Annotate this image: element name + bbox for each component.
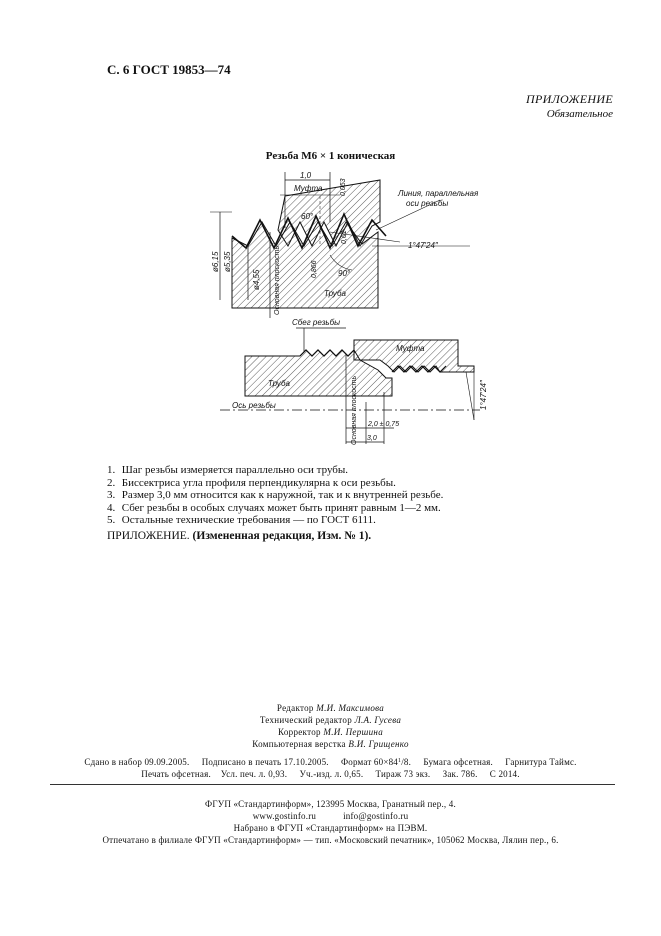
thread-drawing: Муфта 1,0 0,053 60° 0,61 0,866 90° ø6,15… [210,171,488,445]
publisher-address: ФГУП «Стандартинформ», 123995 Москва, Гр… [205,799,456,809]
label-061: 0,61 [341,230,348,244]
label-parallel-line: Линия, параллельная [397,189,479,198]
label-truba-2: Труба [268,379,290,388]
figure-title: Резьба М6 × 1 коническая [265,150,396,162]
note-item: 3. Размер 3,0 мм относится как к наружно… [107,489,444,502]
imprint-line-1: Сдано в набор 09.09.2005. Подписано в пе… [84,757,577,767]
label-053: 0,053 [340,178,347,196]
label-pitch: 1,0 [300,171,312,180]
label-d535: ø5,35 [223,251,232,272]
amendment-note: ПРИЛОЖЕНИЕ. (Измененная редакция, Изм. №… [107,530,371,542]
label-d615: ø6,15 [211,251,220,272]
appendix-subtitle: Обязательное [546,108,613,120]
note-item: 5. Остальные технические требования — по… [107,514,376,527]
thread-profile-line [231,211,387,251]
label-thread-axis: оси резьбы [406,199,448,208]
label-angle90: 90° [338,269,351,278]
note-item: 1. Шаг резьбы измеряется параллельно оси… [107,464,349,476]
label-axis: Ось резьбы [232,401,276,410]
outer-thread-line [299,349,355,357]
typeset-note: Набрано в ФГУП «Стандартинформ» на ПЭВМ. [233,823,428,833]
label-base-plane-2: Основная плоскость [351,376,358,445]
label-d455: ø4,55 [252,269,261,290]
thread-profile-view: Муфта 1,0 0,053 60° 0,61 0,866 90° ø6,15… [210,171,479,318]
imprint-line-2: Печать офсетная. Усл. печ. л. 0,93. Уч.-… [141,769,520,779]
notes-list: 1. Шаг резьбы измеряется параллельно оси… [107,464,627,527]
label-mufta-2: Муфта [396,344,425,353]
editor-row: Редактор М.И. Максимова [276,703,385,713]
label-runout: Сбег резьбы [292,318,340,327]
label-taper-angle-2: 1°47′24″ [479,379,488,410]
footer-divider [50,784,615,785]
label-dim-20: 2,0 ± 0,75 [367,421,399,428]
appendix-title: ПРИЛОЖЕНИЕ [526,92,613,106]
layout-row: Компьютерная верстка В.И. Грищенко [252,739,409,749]
publisher-block: ФГУП «Стандартинформ», 123995 Москва, Гр… [0,798,661,846]
longitudinal-view: Сбег резьбы Муфта Труба Ось резьбы Основ… [220,318,488,445]
coupling-longitudinal [353,339,475,373]
email-link[interactable]: info@gostinfo.ru [343,811,409,821]
imprint-block: Сдано в набор 09.09.2005. Подписано в пе… [0,755,661,780]
amendment-text: (Измененная редакция, Изм. № 1). [192,530,372,542]
label-base-plane: Основная плоскость [274,246,281,315]
publisher-web: www.gostinfo.ru info@gostinfo.ru [0,810,661,822]
editors-block: Редактор М.И. Максимова Технический реда… [0,702,661,750]
amendment-prefix: ПРИЛОЖЕНИЕ. [107,530,190,542]
note-item: 2. Биссектриса угла профиля перпендикуля… [107,476,396,489]
tech-editor-row: Технический редактор Л.А. Гусева [259,715,402,725]
label-taper-angle: 1°47′24″ [408,241,439,250]
note-item: 4. Сбег резьбы в особых случаях может бы… [107,501,441,514]
page-header: С. 6 ГОСТ 19853—74 [107,62,231,77]
corrector-row: Корректор М.И. Першина [278,727,383,737]
pipe-section [231,221,379,309]
label-angle60: 60° [301,212,314,221]
appendix-heading: ПРИЛОЖЕНИЕ Обязательное [526,92,613,122]
label-mufta: Муфта [294,184,323,193]
label-dim-30: 3,0 [367,435,377,442]
inner-thread-line [391,365,447,373]
label-0866: 0,866 [311,260,318,278]
label-truba: Труба [324,289,346,298]
printed-note: Отпечатано в филиале ФГУП «Стандартинфор… [102,835,559,845]
website-link[interactable]: www.gostinfo.ru [252,811,317,821]
